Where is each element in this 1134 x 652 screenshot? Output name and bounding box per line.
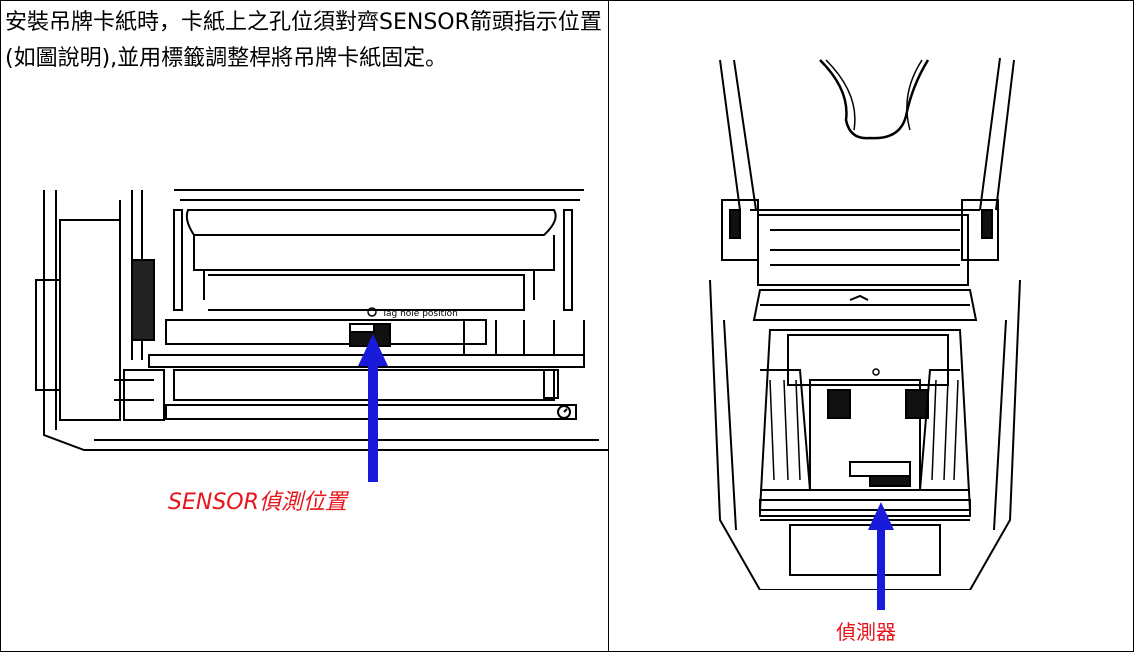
sensor-arrow-right	[868, 502, 894, 610]
detector-caption: 偵測器	[836, 620, 896, 644]
tag-hole-position-label: Tag hole position	[381, 309, 458, 319]
printer-open-illustration	[709, 57, 1021, 590]
sensor-caption: SENSOR偵測位置	[168, 490, 347, 515]
left-cell: 安裝吊牌卡紙時，卡紙上之孔位須對齊SENSOR箭頭指示位置(如圖說明),並用標籤…	[1, 1, 609, 651]
instruction-text: 安裝吊牌卡紙時，卡紙上之孔位須對齊SENSOR箭頭指示位置(如圖說明),並用標籤…	[5, 10, 602, 71]
sensor-arrow-left	[358, 334, 388, 482]
printer-sensor-illustration: Tag hole position	[35, 189, 608, 451]
